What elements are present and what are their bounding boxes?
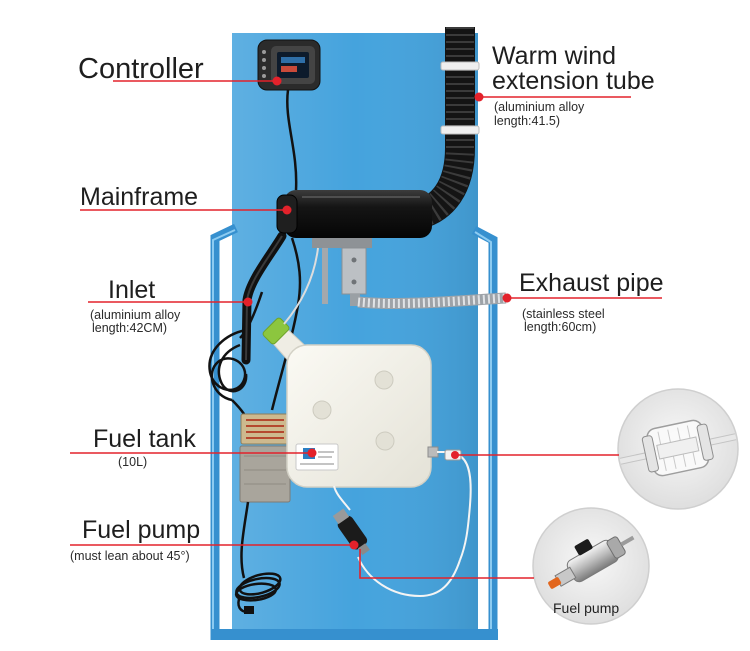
wiring bbox=[208, 89, 302, 415]
callout-controller: Controller bbox=[78, 53, 282, 86]
bracket-block bbox=[341, 247, 367, 295]
controller-button bbox=[262, 58, 266, 62]
cable-loop bbox=[238, 572, 282, 596]
fuel-lines bbox=[333, 451, 472, 598]
exhaust-pipe-ridges bbox=[357, 293, 507, 308]
warm-wind-leader-dot bbox=[474, 92, 484, 102]
tank-dimple bbox=[312, 400, 332, 420]
warm-wind-label-line2: extension tube bbox=[492, 67, 655, 95]
bracket-leg bbox=[322, 248, 328, 304]
heater-body bbox=[284, 190, 432, 238]
controller-button bbox=[262, 74, 266, 78]
tank-vent-line bbox=[283, 247, 319, 325]
tube-clamp bbox=[440, 125, 480, 135]
controller-label: Controller bbox=[78, 53, 204, 85]
warm-wind-spec-line2: length:41.5) bbox=[494, 114, 560, 128]
inset-fuel-filter bbox=[617, 388, 739, 510]
callout-warm-wind-tube: Warm wind extension tube (aluminium allo… bbox=[474, 42, 655, 128]
harness-box-ribs bbox=[244, 455, 286, 485]
fuel-filter-leader-dot bbox=[451, 451, 459, 459]
fuel-tank-spec: (10L) bbox=[118, 455, 147, 469]
controller-cable bbox=[286, 89, 298, 191]
tank-dimple bbox=[375, 431, 395, 451]
cable-loop bbox=[234, 582, 278, 602]
tube-clamp bbox=[440, 61, 480, 71]
mainframe-leader-dot bbox=[282, 205, 292, 215]
right-frame-rail bbox=[471, 226, 498, 640]
cable-to-box bbox=[231, 399, 246, 415]
inset-fuel-pump-caption: Fuel pump bbox=[553, 600, 619, 616]
fuel-line bbox=[357, 556, 461, 598]
fuel-line bbox=[459, 455, 472, 561]
filter-end-cap bbox=[641, 435, 659, 473]
screen-readout bbox=[281, 57, 305, 63]
inlet-label: Inlet bbox=[108, 276, 155, 304]
screen-indicator bbox=[281, 66, 297, 72]
callout-fuel-tank: Fuel tank (10L) bbox=[70, 425, 317, 469]
warm-wind-spec-line1: (aluminium alloy bbox=[494, 100, 585, 114]
bracket-screw bbox=[351, 257, 357, 263]
exhaust-leader-dot bbox=[502, 293, 512, 303]
pump-outlet bbox=[620, 535, 635, 547]
exhaust-spec-line1: (stainless steel bbox=[522, 307, 605, 321]
controller-button bbox=[262, 50, 266, 54]
callout-mainframe: Mainframe bbox=[80, 183, 292, 215]
mainframe-label: Mainframe bbox=[80, 183, 198, 211]
pump-body bbox=[337, 515, 368, 550]
controller-screen bbox=[277, 52, 309, 78]
power-plug bbox=[244, 606, 254, 614]
callout-fuel-pump: Fuel pump (must lean about 45°) bbox=[70, 516, 534, 579]
warm-wind-label-line1: Warm wind bbox=[492, 42, 616, 70]
inlet-spec-line1: (aluminium alloy bbox=[90, 308, 181, 322]
pump-bottom-fitting bbox=[357, 543, 370, 555]
right-rail-highlight bbox=[474, 231, 492, 636]
wiring-harness-box bbox=[239, 413, 291, 503]
exhaust-label: Exhaust pipe bbox=[519, 269, 664, 297]
fuse-wires bbox=[246, 419, 284, 439]
fuel-pump-label: Fuel pump bbox=[82, 516, 200, 544]
left-rail-highlight bbox=[212, 229, 236, 636]
fuel-tank-label: Fuel tank bbox=[93, 425, 196, 453]
fuel-tank-leader-dot bbox=[307, 448, 317, 458]
cable-coil bbox=[217, 343, 248, 393]
power-cable bbox=[240, 501, 250, 579]
cable-coil bbox=[208, 328, 247, 402]
sticker-print bbox=[300, 451, 334, 465]
bracket-screw bbox=[351, 279, 357, 285]
bracket-plate bbox=[312, 238, 372, 248]
pump-orange-tip bbox=[548, 577, 562, 589]
inlet-leader-dot bbox=[243, 297, 253, 307]
callout-inlet: Inlet (aluminium alloy length:42CM) bbox=[88, 276, 253, 335]
tank-outlet-fitting bbox=[427, 446, 439, 458]
callout-exhaust-pipe: Exhaust pipe (stainless steel length:60c… bbox=[502, 269, 664, 334]
inlet-spec-line2: length:42CM) bbox=[92, 321, 167, 335]
pump-top-fitting bbox=[332, 508, 350, 525]
controller-device bbox=[257, 39, 321, 91]
callout-fuel-filter bbox=[451, 451, 619, 459]
fuse-block bbox=[240, 413, 290, 445]
pump-connector bbox=[574, 539, 593, 556]
fuel-pump-inset-leader bbox=[359, 549, 534, 579]
exhaust-spec-line2: length:60cm) bbox=[524, 320, 596, 334]
tank-dimple bbox=[374, 370, 394, 390]
exhaust-pipe bbox=[357, 292, 507, 309]
controller-button bbox=[262, 66, 266, 70]
fuel-line bbox=[333, 485, 351, 511]
filter-end-cap bbox=[696, 423, 714, 461]
fuel-pump-leader-dot bbox=[349, 540, 359, 550]
heater-mount-bracket bbox=[312, 238, 372, 306]
frame-base-bar bbox=[211, 629, 498, 640]
filter-element bbox=[656, 436, 700, 460]
harness-box bbox=[239, 445, 291, 503]
exhaust-outlet bbox=[350, 294, 360, 306]
controller-leader-dot bbox=[272, 76, 282, 86]
mainframe-heater bbox=[276, 190, 432, 238]
fuel-pump-spec: (must lean about 45°) bbox=[70, 549, 190, 563]
mounting-frame bbox=[210, 33, 498, 640]
inset-fuel-pump: Fuel pump bbox=[532, 507, 650, 625]
fuel-pump bbox=[332, 508, 370, 555]
